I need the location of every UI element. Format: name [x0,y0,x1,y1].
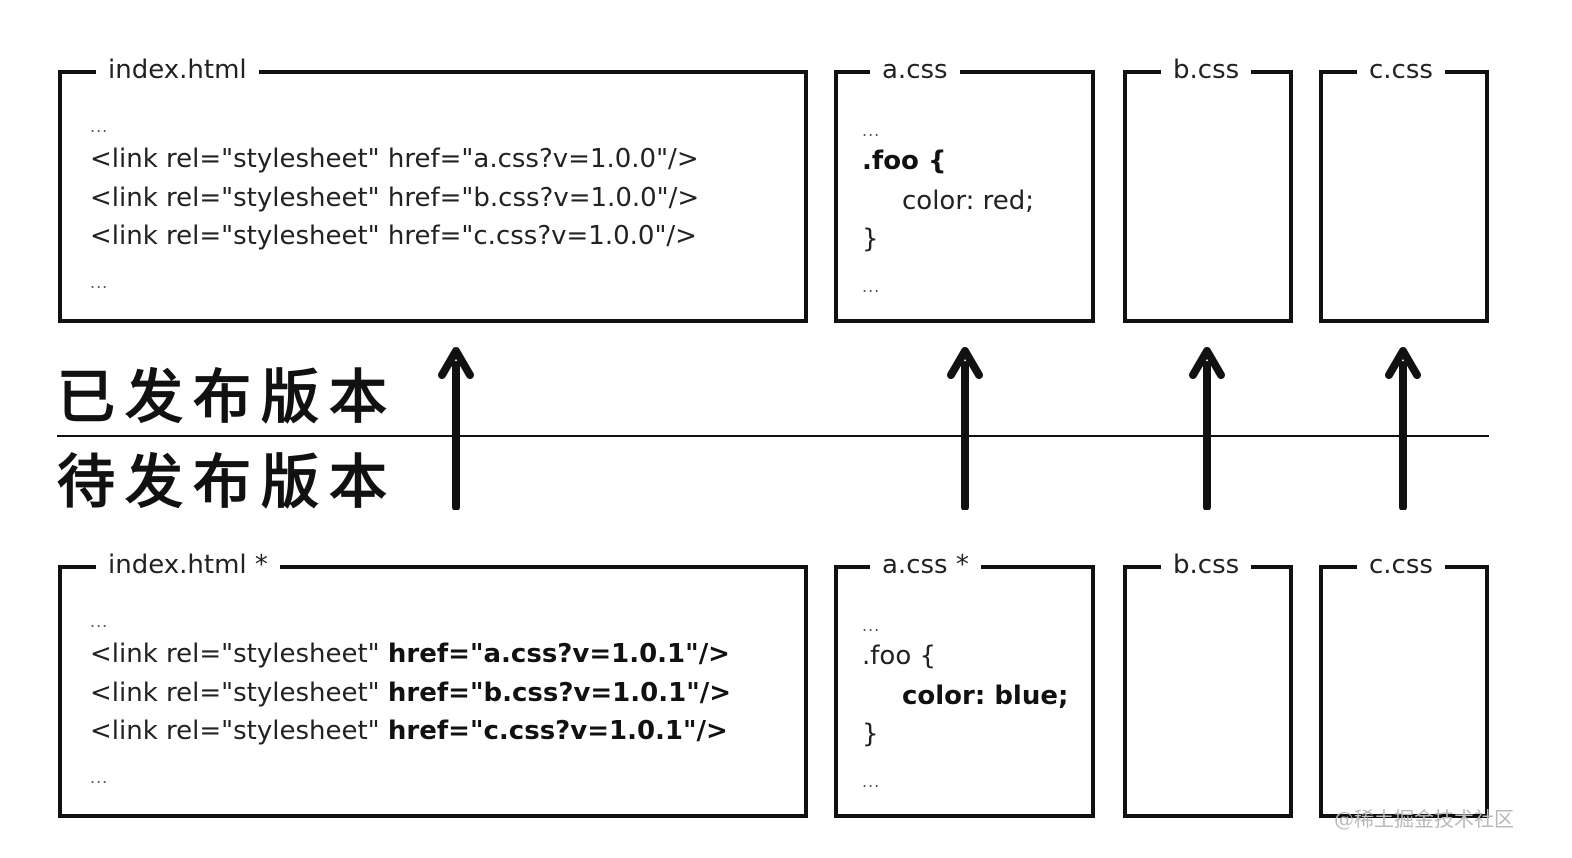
arrow-up-icon [1385,347,1421,510]
code-ellipsis: ... [90,612,109,631]
code-ellipsis: ... [862,616,881,635]
pending-c-css-box: c.css [1319,547,1489,818]
code-line-prefix: <link rel="stylesheet" [90,678,388,708]
pending-c-css-title: c.css [1357,547,1445,583]
released-c-css-title: c.css [1357,52,1445,88]
arrow-up-icon [438,347,474,510]
code-ellipsis: ... [90,273,109,292]
pending-a-css-box: a.css * ... .foo { color: blue; } ... [834,547,1095,818]
arrow-up-icon [1189,347,1225,510]
code-ellipsis: ... [862,772,881,791]
code-line-href: href="b.css?v=1.0.1"/> [387,678,732,708]
pending-b-css-box: b.css [1123,547,1293,818]
pending-index-html-box: index.html * ... <link rel="stylesheet" … [58,547,808,818]
code-line: <link rel="stylesheet" href="a.css?v=1.0… [90,144,699,174]
pending-a-css-title: a.css * [870,547,981,583]
code-line-href: href="c.css?v=1.0.1"/> [387,716,728,746]
code-line: <link rel="stylesheet" href="a.css?v=1.0… [90,635,730,674]
code-line: color: blue; [902,681,1069,711]
code-line: } [862,719,879,749]
code-line-href: href="a.css?v=1.0.1"/> [387,639,730,669]
released-c-css-box: c.css [1319,52,1489,323]
code-line: <link rel="stylesheet" href="b.css?v=1.0… [90,674,731,713]
released-b-css-title: b.css [1161,52,1252,88]
released-version-label: 已发布版本 [57,363,398,431]
code-line: color: red; [902,186,1034,216]
code-line-prefix: <link rel="stylesheet" [90,639,388,669]
released-index-html-box: index.html ... <link rel="stylesheet" hr… [58,52,808,323]
pending-index-html-title: index.html * [96,547,280,583]
code-line: .foo { [862,641,937,671]
code-line-prefix: <link rel="stylesheet" [90,716,388,746]
version-divider [57,435,1489,437]
code-ellipsis: ... [90,768,109,787]
code-line: <link rel="stylesheet" href="c.css?v=1.0… [90,712,728,751]
code-line: } [862,224,879,254]
released-a-css-title: a.css [870,52,960,88]
watermark: @稀土掘金技术社区 [1334,807,1514,831]
code-ellipsis: ... [862,277,881,296]
released-b-css-box: b.css [1123,52,1293,323]
code-line: .foo { [862,146,947,176]
code-line: <link rel="stylesheet" href="b.css?v=1.0… [90,183,700,213]
arrow-up-icon [947,347,983,510]
released-a-css-box: a.css ... .foo { color: red; } ... [834,52,1095,323]
code-line: <link rel="stylesheet" href="c.css?v=1.0… [90,221,697,251]
code-ellipsis: ... [90,117,109,136]
pending-b-css-title: b.css [1161,547,1252,583]
released-index-html-title: index.html [96,52,259,88]
pending-version-label: 待发布版本 [57,448,398,516]
code-ellipsis: ... [862,121,881,140]
